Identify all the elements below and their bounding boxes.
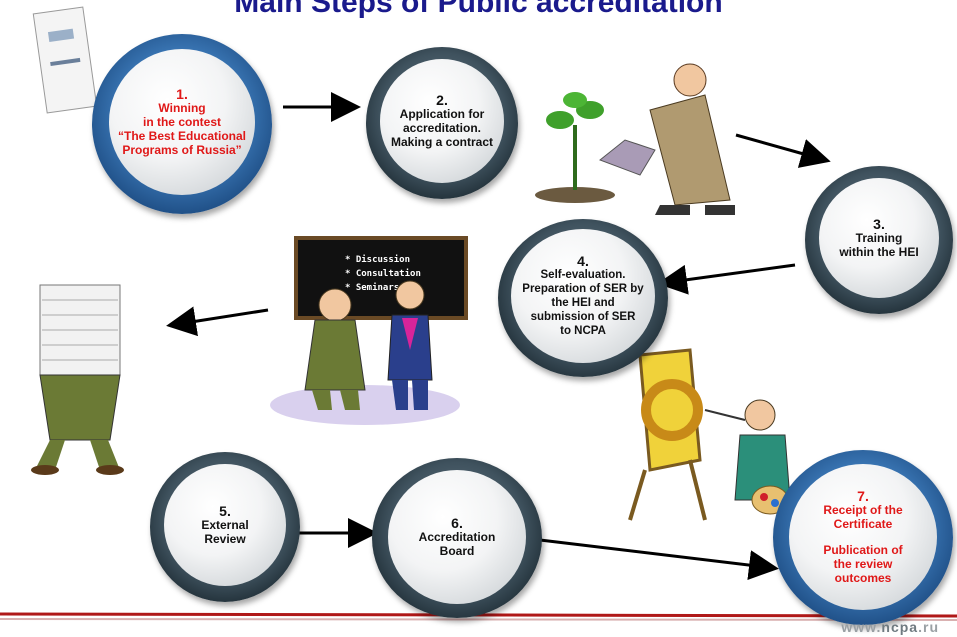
- board-item: * Seminars: [345, 282, 399, 293]
- step-4: 4. Self-evaluation. Preparation of SER b…: [498, 219, 668, 377]
- step-7: 7. Receipt of the Certificate Publicatio…: [773, 450, 953, 625]
- board-item: * Consultation: [345, 268, 421, 279]
- footer-url-brand: ncpa: [881, 619, 919, 635]
- step-text-line: the review: [833, 557, 893, 571]
- footer-url-suffix: .ru: [918, 619, 939, 635]
- gardener-image: [535, 63, 735, 215]
- step-5: 5. External Review: [150, 452, 300, 602]
- step-text-line: External: [201, 518, 249, 532]
- step-number: 5.: [219, 503, 231, 519]
- step-text-line: Programs of Russia”: [122, 143, 242, 157]
- step-6: 6. Accreditation Board: [372, 458, 542, 618]
- step-text-line: Accreditation: [418, 530, 496, 544]
- footer-url-prefix: www.: [841, 619, 882, 635]
- painter-image: [628, 348, 791, 521]
- step-text-line: to NCPA: [560, 325, 606, 337]
- step-number: 2.: [436, 92, 448, 108]
- step-number: 1.: [176, 86, 188, 102]
- step-text-line: Receipt of the: [823, 503, 903, 517]
- step-number: 3.: [873, 216, 885, 232]
- board-item: * Discussion: [345, 254, 410, 265]
- step-1: 1. Winning in the contest “The Best Educ…: [92, 34, 272, 214]
- step-text-line: outcomes: [834, 571, 892, 585]
- arrow-6-to-7: [539, 538, 779, 581]
- step-text-line: Board: [439, 544, 475, 558]
- step-text-line: “The Best Educational: [117, 129, 247, 143]
- step-text-line: submission of SER: [530, 311, 636, 323]
- step-text-line: Preparation of SER by: [522, 283, 644, 295]
- step-text-line: Making a contract: [390, 135, 494, 149]
- step-text-line: Application for: [399, 107, 485, 121]
- step-text-line: Self-evaluation.: [540, 269, 626, 281]
- step-text-line: Winning: [158, 101, 206, 115]
- page-title: Main Steps of Public accreditation: [234, 0, 723, 19]
- step-text-line: Review: [204, 532, 246, 546]
- step-number: 7.: [857, 488, 869, 504]
- brochure-image: [32, 6, 98, 114]
- footer-url[interactable]: www.ncpa.ru: [841, 619, 939, 635]
- paperwork-image: [31, 284, 124, 475]
- arrow-4-to-prev: [166, 306, 269, 337]
- seminar-image: * Discussion * Consultation * Seminars: [270, 236, 468, 425]
- step-number: 6.: [451, 515, 463, 531]
- step-text-line: accreditation.: [402, 121, 482, 135]
- step-2: 2. Application for accreditation. Making…: [366, 47, 518, 199]
- step-text-line: Training: [855, 231, 903, 245]
- step-text-line: in the contest: [142, 115, 221, 129]
- step-text-line: Certificate: [833, 517, 893, 531]
- step-3: 3. Training within the HEI: [805, 166, 953, 314]
- arrow-2-to-3: [735, 133, 831, 168]
- step-text-line: Publication of: [823, 543, 903, 557]
- step-number: 4.: [577, 253, 589, 269]
- arrow-3-to-4: [657, 263, 796, 295]
- step-text-line: the HEI and: [551, 297, 615, 309]
- step-text-line: within the HEI: [839, 245, 919, 259]
